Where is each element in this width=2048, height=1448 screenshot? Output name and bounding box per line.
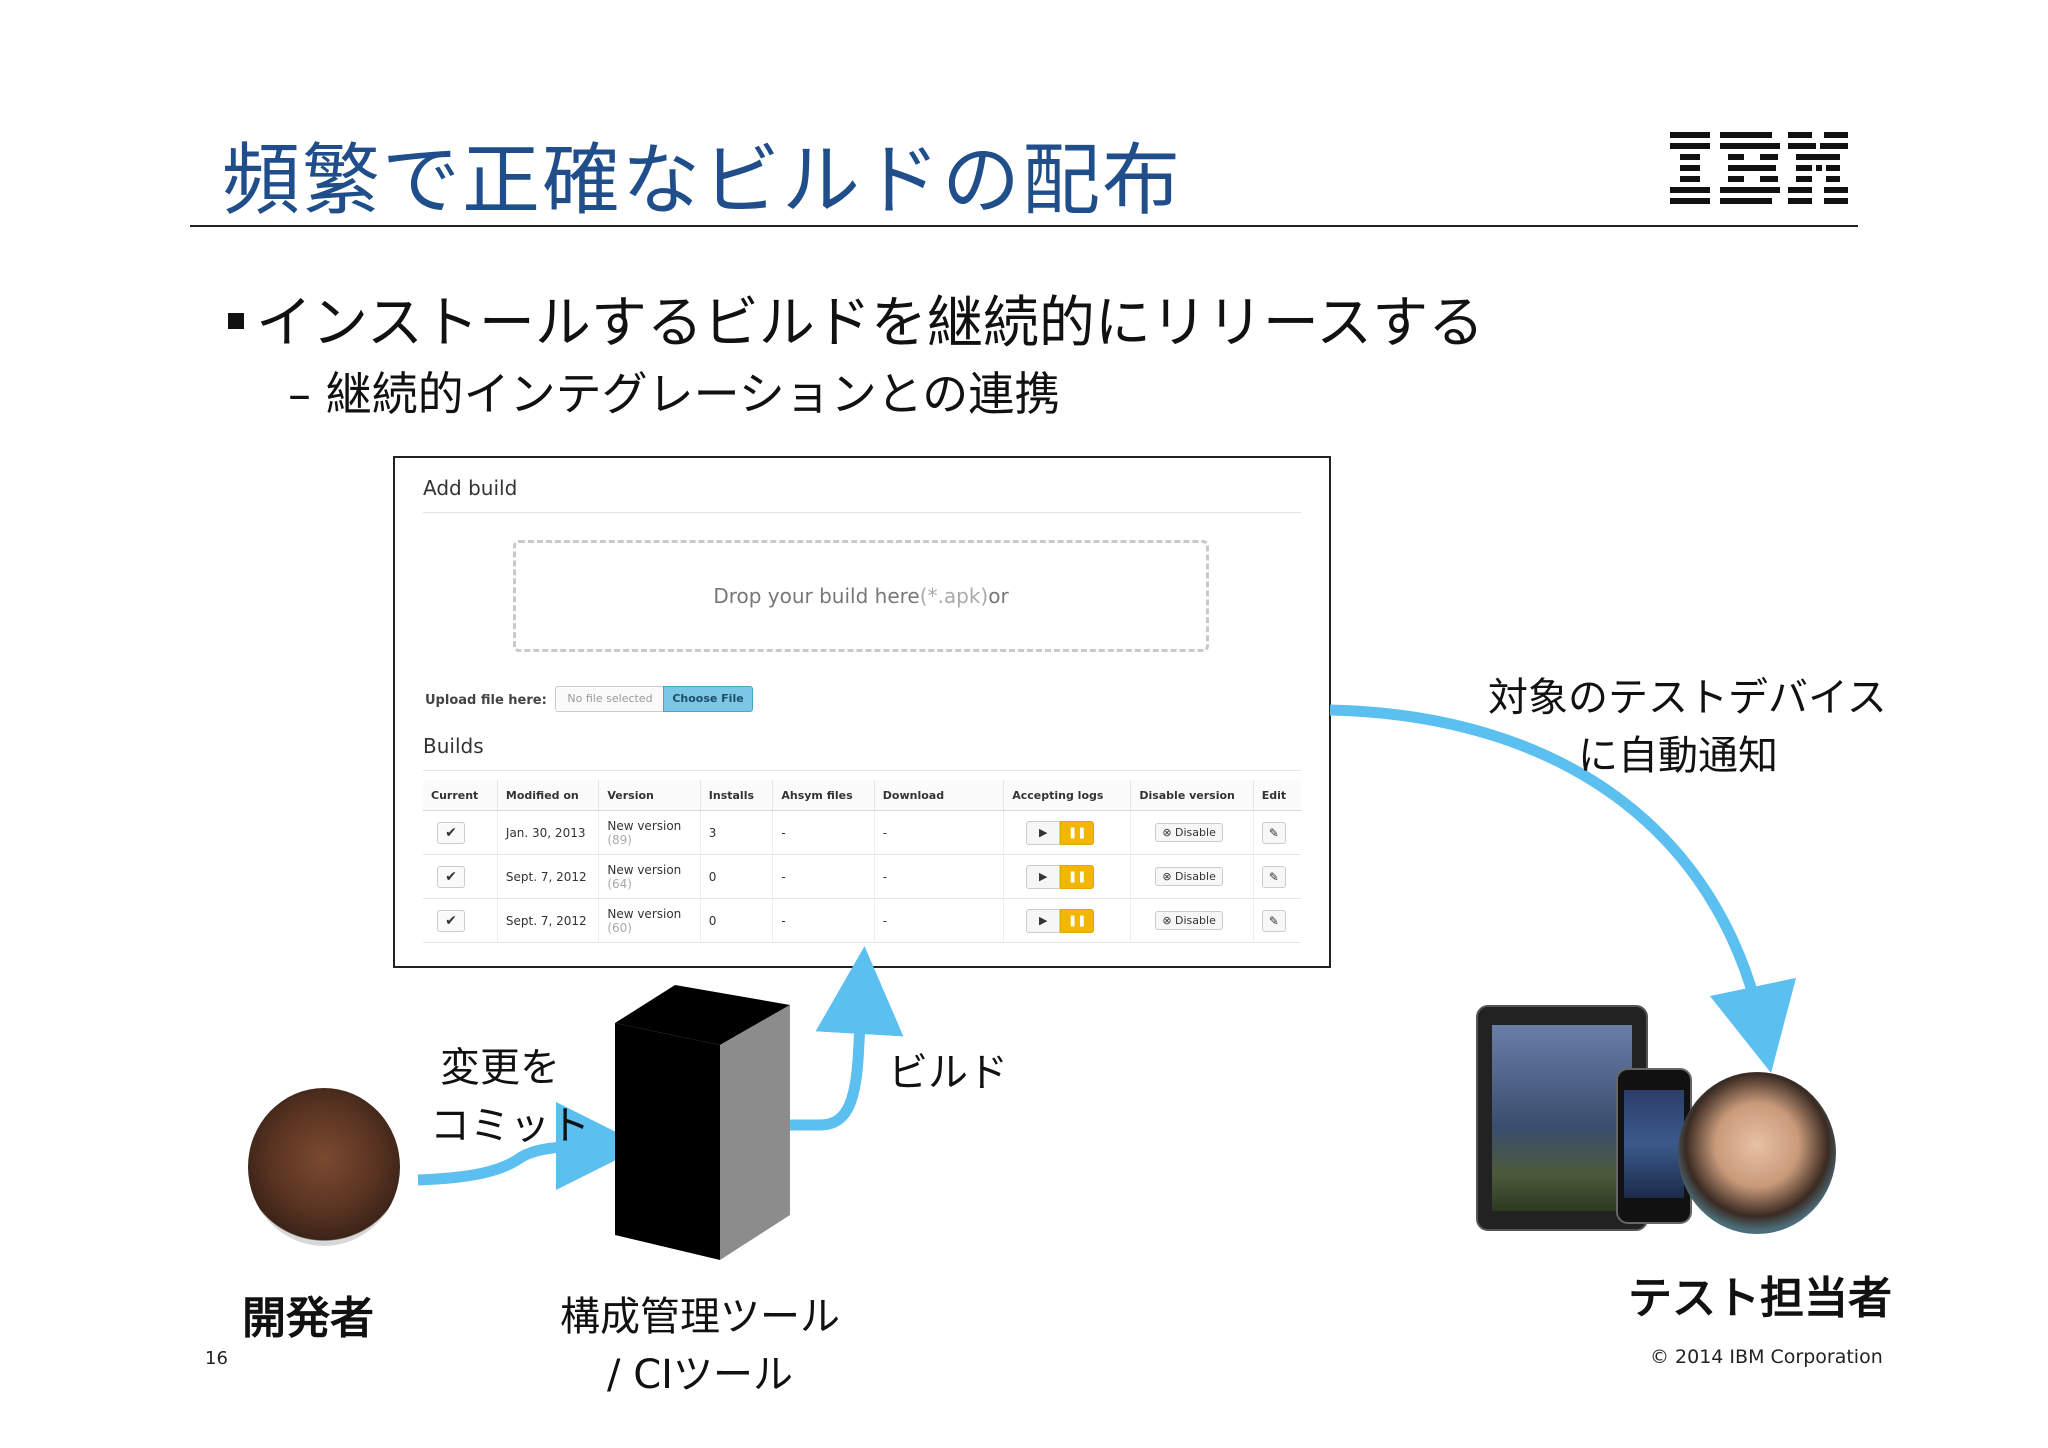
ibm-logo xyxy=(1670,132,1848,204)
commit-label: 変更を コミット xyxy=(430,1035,590,1151)
col-modified[interactable]: Modified on xyxy=(497,780,600,811)
ahsym-files: - xyxy=(772,810,875,855)
bullet-sub: – 継続的インテグレーションとの連携 xyxy=(288,367,1061,421)
col-disable-version[interactable]: Disable version xyxy=(1130,780,1254,811)
log-toggle: ▶❚❚ xyxy=(1026,864,1095,889)
col-files[interactable]: Ahsym files xyxy=(772,780,875,811)
modified-date: Sept. 7, 2012 xyxy=(497,854,600,899)
edit-icon[interactable]: ✎ xyxy=(1261,909,1286,932)
pause-icon[interactable]: ❚❚ xyxy=(1060,820,1095,845)
installs-count: 0 xyxy=(700,854,774,899)
version-name[interactable]: New version xyxy=(607,906,682,921)
disable-label: Disable xyxy=(1175,870,1216,883)
title-divider xyxy=(190,225,1858,227)
download-cell: - xyxy=(874,854,1005,899)
notify-arrow xyxy=(1329,704,1796,1074)
table-header-row: Current Modified on Version Installs Ahs… xyxy=(423,780,1301,811)
modified-date: Sept. 7, 2012 xyxy=(497,898,600,943)
pause-icon[interactable]: ❚❚ xyxy=(1060,908,1095,933)
bullet-main: インストールするビルドを継続的にリリースする xyxy=(228,278,1484,359)
ci-tool-label-line2: / CIツール xyxy=(607,1352,793,1398)
log-toggle: ▶❚❚ xyxy=(1026,820,1095,845)
ci-tool-label-line1: 構成管理ツール xyxy=(560,1294,840,1340)
slide-title: 頻繁で正確なビルドの配布 xyxy=(222,136,1183,226)
bullet-main-text: インストールするビルドを継続的にリリースする xyxy=(256,291,1485,356)
disable-button[interactable]: ⊗ Disable xyxy=(1155,867,1223,886)
modified-date: Jan. 30, 2013 xyxy=(497,810,600,855)
build-label: ビルド xyxy=(888,1050,1008,1096)
play-icon[interactable]: ▶ xyxy=(1026,820,1061,845)
disable-circle-icon: ⊗ xyxy=(1162,870,1172,883)
commit-label-line2: コミット xyxy=(430,1103,590,1149)
heading-divider xyxy=(423,512,1301,513)
pause-icon[interactable]: ❚❚ xyxy=(1060,864,1095,889)
version-number: (89) xyxy=(607,832,632,847)
version-name[interactable]: New version xyxy=(607,818,682,833)
current-checkmark-icon[interactable]: ✔ xyxy=(437,865,465,888)
version-number: (64) xyxy=(607,876,632,891)
commit-arrow xyxy=(417,1102,644,1191)
version-name[interactable]: New version xyxy=(607,862,682,877)
copyright: © 2014 IBM Corporation xyxy=(1650,1346,1883,1368)
page-number: 16 xyxy=(205,1348,228,1369)
file-input[interactable]: No file selected xyxy=(555,686,665,712)
builds-divider xyxy=(423,770,1301,771)
builds-table: Current Modified on Version Installs Ahs… xyxy=(423,780,1301,943)
download-cell: - xyxy=(874,898,1005,943)
installs-count: 0 xyxy=(700,898,774,943)
disable-label: Disable xyxy=(1175,914,1216,927)
server-icon xyxy=(615,985,790,1260)
disable-label: Disable xyxy=(1175,826,1216,839)
version-number: (60) xyxy=(607,920,632,935)
dropzone-hint: (*.apk) xyxy=(919,584,989,608)
tester-avatar xyxy=(1678,1072,1836,1234)
notify-label-line1: 対象のテストデバイス xyxy=(1488,675,1887,721)
col-accepting-logs[interactable]: Accepting logs xyxy=(1003,780,1132,811)
download-cell: - xyxy=(874,810,1005,855)
commit-label-line1: 変更を xyxy=(440,1045,560,1091)
disable-circle-icon: ⊗ xyxy=(1162,914,1172,927)
dropzone-text: Drop your build here xyxy=(713,584,920,608)
edit-icon[interactable]: ✎ xyxy=(1261,865,1286,888)
col-version[interactable]: Version xyxy=(598,780,701,811)
log-toggle: ▶❚❚ xyxy=(1026,908,1095,933)
disable-button[interactable]: ⊗ Disable xyxy=(1155,911,1223,930)
developer-avatar xyxy=(248,1088,400,1246)
play-icon[interactable]: ▶ xyxy=(1026,908,1061,933)
choose-file-button[interactable]: Choose File xyxy=(663,686,753,712)
build-dropzone[interactable]: Drop your build here (*.apk) or xyxy=(513,540,1209,652)
play-icon[interactable]: ▶ xyxy=(1026,864,1061,889)
tester-label: テスト担当者 xyxy=(1628,1273,1892,1324)
upload-label: Upload file here: xyxy=(425,693,547,708)
table-row: ✔ Sept. 7, 2012 New version (64) 0 - - ▶… xyxy=(423,854,1301,899)
table-row: ✔ Jan. 30, 2013 New version (89) 3 - - ▶… xyxy=(423,810,1301,855)
build-arrow xyxy=(788,946,904,1131)
current-checkmark-icon[interactable]: ✔ xyxy=(437,909,465,932)
col-current[interactable]: Current xyxy=(423,780,498,811)
disable-button[interactable]: ⊗ Disable xyxy=(1155,823,1223,842)
installs-count: 3 xyxy=(700,810,774,855)
add-build-panel: Add build Drop your build here (*.apk) o… xyxy=(393,456,1331,968)
dropzone-or: or xyxy=(988,584,1009,608)
iphone-device-image xyxy=(1616,1068,1692,1224)
builds-heading: Builds xyxy=(423,734,484,758)
bullet-square-icon xyxy=(228,312,244,329)
edit-icon[interactable]: ✎ xyxy=(1261,821,1286,844)
ci-tool-label: 構成管理ツール / CIツール xyxy=(560,1284,840,1400)
col-installs[interactable]: Installs xyxy=(700,780,774,811)
disable-circle-icon: ⊗ xyxy=(1162,826,1172,839)
notify-label-line2: に自動通知 xyxy=(1578,733,1778,779)
add-build-heading: Add build xyxy=(423,476,518,500)
col-download[interactable]: Download xyxy=(874,780,1005,811)
current-checkmark-icon[interactable]: ✔ xyxy=(437,821,465,844)
developer-label: 開発者 xyxy=(242,1293,374,1344)
ahsym-files: - xyxy=(772,854,875,899)
col-edit[interactable]: Edit xyxy=(1253,780,1301,811)
table-row: ✔ Sept. 7, 2012 New version (60) 0 - - ▶… xyxy=(423,898,1301,943)
notify-label: 対象のテストデバイス に自動通知 xyxy=(1488,665,1887,781)
ahsym-files: - xyxy=(772,898,875,943)
